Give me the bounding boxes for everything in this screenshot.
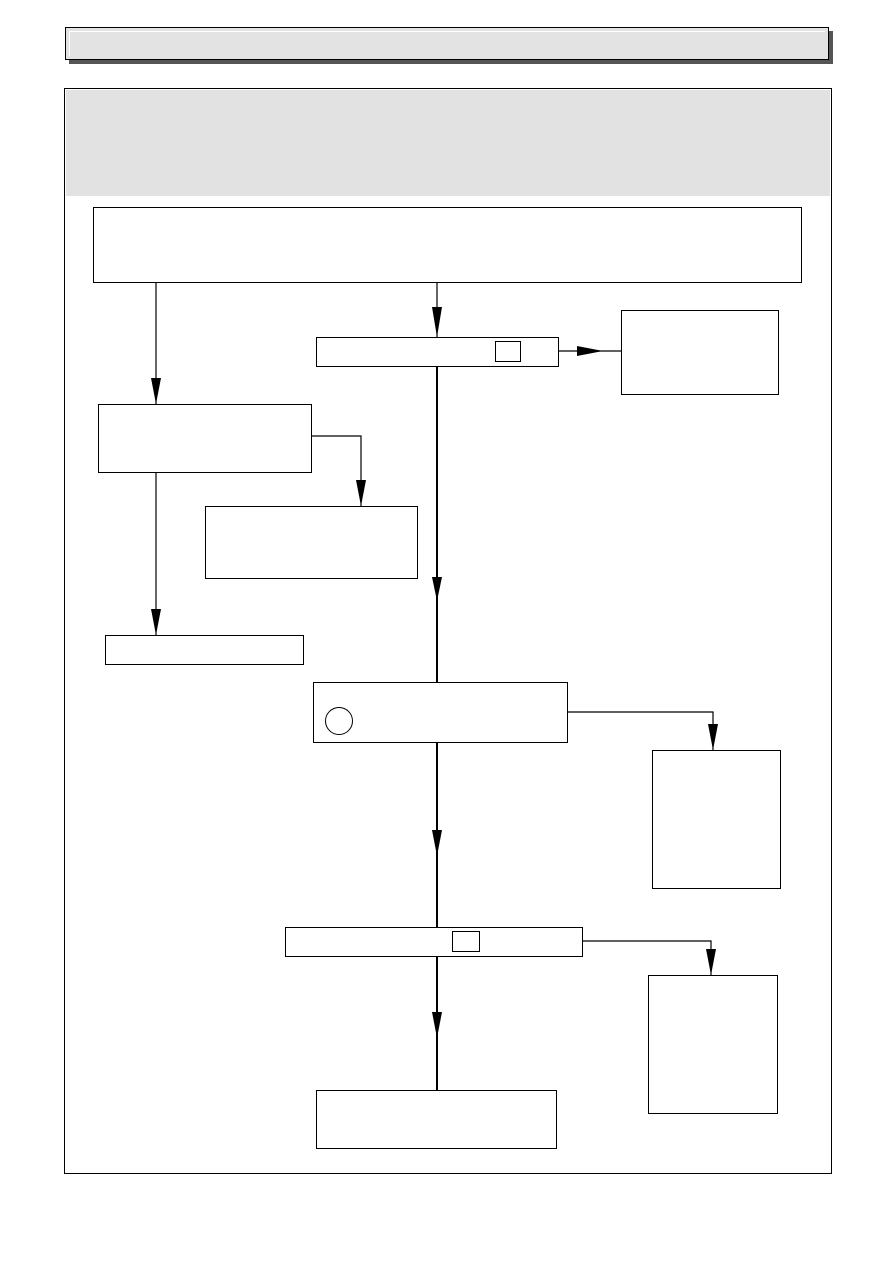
intro-band — [66, 90, 830, 196]
arrowhead-mid-spine-1 — [432, 577, 442, 601]
arrowhead-left-sub — [356, 480, 366, 506]
arrowhead-right3 — [706, 949, 716, 975]
connector-check2-to-right2 — [568, 711, 714, 750]
reference-circle-1 — [325, 707, 353, 735]
top-box — [93, 207, 802, 283]
arrowhead-right1 — [577, 346, 603, 356]
page-header-bar — [65, 27, 829, 60]
left-end-box — [105, 635, 304, 665]
arrowhead-left-branch — [151, 378, 161, 404]
header-bevel — [69, 31, 825, 56]
left-branch-box — [98, 404, 312, 473]
connector-check3-to-right3 — [583, 940, 712, 975]
arrowhead-left-end — [151, 609, 161, 635]
final-box — [316, 1090, 557, 1149]
flowchart-frame — [64, 88, 832, 1174]
arrowhead-mid-spine-2 — [432, 830, 442, 856]
connector-left-to-sub — [312, 435, 362, 506]
reference-square-2 — [452, 931, 480, 952]
check-box-1 — [316, 337, 559, 367]
check-box-3 — [285, 927, 583, 957]
arrowhead-check1 — [432, 307, 442, 337]
arrowhead-mid-spine-3 — [432, 1012, 442, 1038]
reference-square-1 — [495, 341, 521, 362]
left-sub-box — [205, 506, 418, 579]
arrowhead-right2 — [708, 724, 718, 750]
result-box-right-2 — [652, 750, 781, 889]
result-box-right-3 — [648, 975, 778, 1114]
result-box-right-1 — [621, 310, 779, 395]
check-box-2 — [313, 682, 568, 743]
